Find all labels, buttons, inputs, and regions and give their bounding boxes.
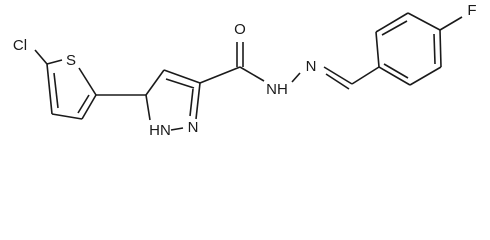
chemical-structure-diagram: Cl S O F HN N NH N xyxy=(13,2,477,139)
imine-n-atom-label: N xyxy=(306,58,317,75)
bond-lines xyxy=(34,12,463,131)
thiophene-sulfur-atom-label: S xyxy=(66,52,76,69)
fluorine-atom-label: F xyxy=(467,2,476,19)
chlorine-atom-label: Cl xyxy=(13,37,27,54)
pyrazole-nh-atom-label: HN xyxy=(149,122,171,139)
amide-nh-atom-label: NH xyxy=(266,81,288,98)
carbonyl-oxygen-atom-label: O xyxy=(234,21,246,38)
pyrazole-n-atom-label: N xyxy=(188,119,199,136)
